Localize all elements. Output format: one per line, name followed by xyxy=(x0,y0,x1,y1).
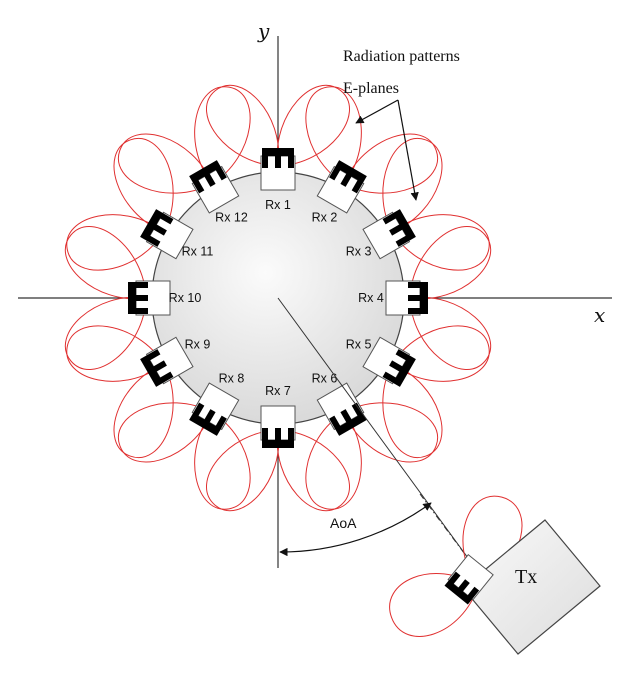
pattern-lobe xyxy=(194,86,251,185)
pattern-lobe xyxy=(409,226,492,300)
annotation-arrow-1 xyxy=(355,99,399,124)
rx-label-6: Rx 6 xyxy=(312,372,338,386)
pattern-lobe xyxy=(113,363,174,459)
rx-label-5: Rx 5 xyxy=(346,338,372,352)
rx-antenna xyxy=(362,209,416,260)
rx-label-4: Rx 4 xyxy=(358,291,384,305)
rx-antenna xyxy=(385,280,428,316)
tx-antenna xyxy=(444,554,494,605)
annotation-arrow-2 xyxy=(397,99,419,201)
tx-pattern-lobe xyxy=(389,573,479,637)
aoa-arc xyxy=(279,502,432,557)
rx-label-1: Rx 1 xyxy=(265,198,291,212)
rx-antenna xyxy=(140,209,194,260)
rx-label-8: Rx 8 xyxy=(219,372,245,386)
pattern-lobe xyxy=(343,402,439,463)
pattern-lobe xyxy=(117,402,213,463)
rx-label-7: Rx 7 xyxy=(265,384,291,398)
rx-antenna xyxy=(140,336,194,387)
pattern-lobe xyxy=(64,226,147,300)
pattern-lobe xyxy=(113,137,174,233)
rx-label-9: Rx 9 xyxy=(185,338,211,352)
rx-antenna xyxy=(189,382,240,436)
pattern-lobe xyxy=(64,296,147,370)
rx-antenna xyxy=(260,405,296,448)
pattern-lobe xyxy=(117,133,213,194)
pattern-lobe xyxy=(66,325,165,382)
annotation-line1: Radiation patterns xyxy=(343,48,460,65)
pattern-lobe xyxy=(206,84,280,167)
rx-label-3: Rx 3 xyxy=(346,245,372,259)
x-axis-label: x xyxy=(594,303,605,327)
pattern-lobe xyxy=(382,363,443,459)
rx-antenna xyxy=(362,336,416,387)
pattern-lobe xyxy=(206,429,280,512)
pattern-lobe xyxy=(66,214,165,271)
pattern-lobe xyxy=(391,214,490,271)
pattern-lobe xyxy=(276,84,350,167)
rx-antenna xyxy=(128,280,171,316)
receiver-labels: Rx 1 Rx 2 Rx 3 Rx 4 Rx 5 Rx 6 Rx 7 Rx 8 Rx 9 Rx 1… xyxy=(169,198,384,398)
annotation-line2: E-planes xyxy=(343,80,399,97)
aoa-direction-line xyxy=(277,297,469,559)
pattern-lobe xyxy=(194,411,251,510)
aoa-direction-line-dashed xyxy=(419,493,471,562)
pattern-lobe xyxy=(382,137,443,233)
pattern-lobe xyxy=(409,296,492,370)
rx-antenna xyxy=(260,148,296,191)
rx-label-2: Rx 2 xyxy=(312,210,338,224)
rx-antenna xyxy=(316,382,367,436)
receiver-antennas xyxy=(128,148,428,448)
aoa-label: AoA xyxy=(330,515,357,531)
rx-antenna xyxy=(316,160,367,214)
tx-box xyxy=(462,519,601,655)
rx-label-12: Rx 12 xyxy=(215,210,248,224)
tx-label: Tx xyxy=(515,566,537,588)
rx-label-10: Rx 10 xyxy=(169,291,202,305)
rx-label-11: Rx 11 xyxy=(182,245,214,259)
pattern-lobe xyxy=(343,133,439,194)
y-axis-label: y xyxy=(257,19,270,43)
transmitter: Tx xyxy=(389,495,601,655)
pattern-lobe xyxy=(305,86,362,185)
rx-antenna xyxy=(189,160,240,214)
pattern-lobe xyxy=(391,325,490,382)
